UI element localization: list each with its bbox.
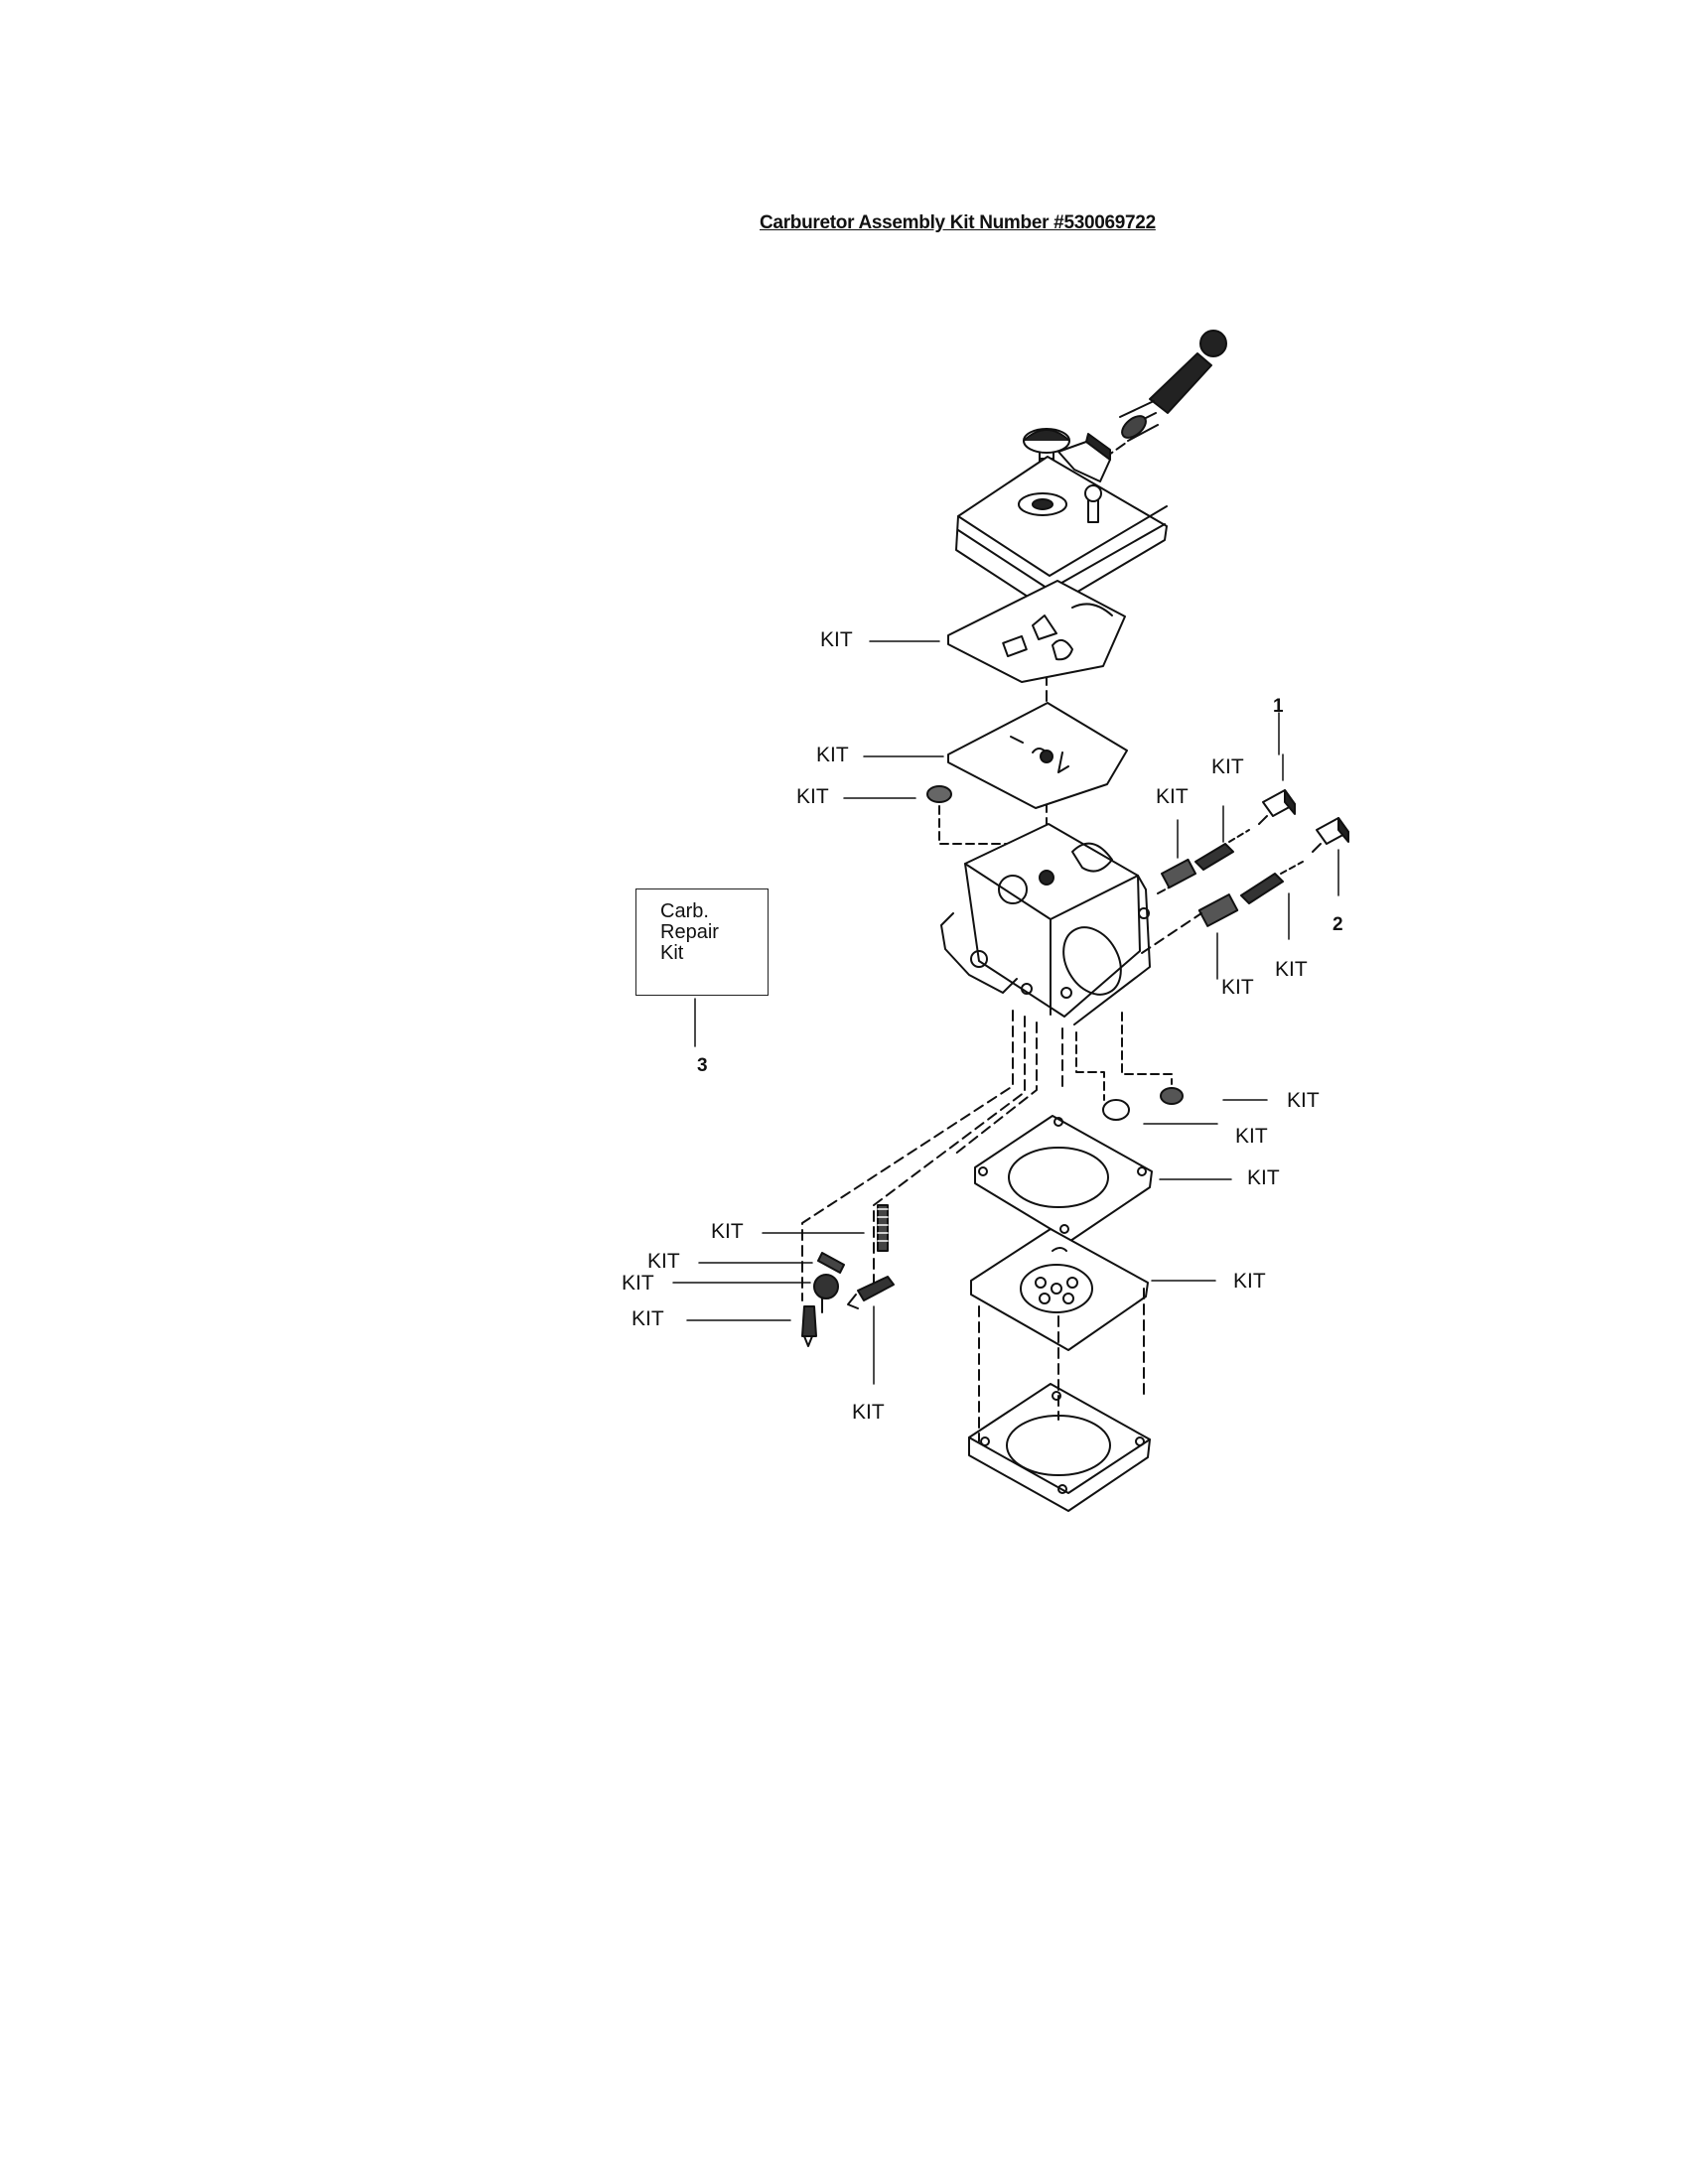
- kit-label-needle-upper: KIT: [1211, 755, 1244, 778]
- throttle-screw-part: [1091, 330, 1227, 468]
- callout-number-3: 3: [697, 1055, 708, 1076]
- inlet-needle-part: [801, 1305, 817, 1347]
- kit-label-lever-spring: KIT: [711, 1220, 744, 1243]
- lever-axis-line: [873, 1016, 1026, 1288]
- metering-lever-pin-part: [817, 1252, 845, 1274]
- diagram-title: Carburetor Assembly Kit Number #53006972…: [760, 212, 1156, 233]
- callout-number-1: 1: [1273, 696, 1284, 717]
- kit-box-line-2: Repair: [660, 921, 719, 943]
- kit-label-inlet-needle: KIT: [632, 1307, 664, 1330]
- metering-lever-screw-part: [813, 1274, 839, 1313]
- metering-cover-part: [968, 1383, 1151, 1512]
- carb-repair-kit-box: Carb. Repair Kit: [635, 888, 769, 996]
- kit-label-metering-diaphragm: KIT: [1233, 1270, 1266, 1293]
- metering-gasket-part: [974, 1115, 1153, 1242]
- metering-diaphragm-part: [970, 1228, 1149, 1351]
- kit-label-washer: KIT: [1235, 1125, 1268, 1148]
- kit-box-line-1: Carb.: [660, 900, 709, 922]
- kit-label-pump-gasket: KIT: [820, 628, 853, 651]
- kit-label-metering-lever: KIT: [852, 1401, 885, 1424]
- kit-label-inlet-screen: KIT: [796, 785, 829, 808]
- kit-label-needle-spring-lower: KIT: [1221, 976, 1254, 999]
- metering-lever-spring-part: [877, 1204, 889, 1252]
- inlet-needle-seat-part: [1102, 1087, 1184, 1121]
- limiter-cap-2-part: [1312, 817, 1349, 853]
- callout-number-2: 2: [1333, 914, 1343, 935]
- kit-label-needle-lower: KIT: [1275, 958, 1308, 981]
- limiter-cap-1-part: [1258, 789, 1296, 825]
- kit-box-line-3: Kit: [660, 942, 684, 964]
- throttle-lever-part: [1057, 433, 1111, 482]
- pump-gasket-part: [947, 580, 1126, 683]
- kit-label-needle-spring-upper: KIT: [1156, 785, 1189, 808]
- kit-label-lever-pin: KIT: [647, 1250, 680, 1273]
- pump-diaphragm-part: [947, 702, 1128, 809]
- kit-label-lever-screw: KIT: [622, 1272, 654, 1295]
- kit-label-metering-gasket: KIT: [1247, 1166, 1280, 1189]
- carburetor-body-part: [940, 823, 1151, 1025]
- mixture-needles-part: [1141, 829, 1304, 954]
- metering-lever-part: [847, 1276, 895, 1309]
- kit-label-pump-diaphragm: KIT: [816, 744, 849, 766]
- kit-label-screen: KIT: [1287, 1089, 1320, 1112]
- leader-lines: [672, 640, 1339, 1385]
